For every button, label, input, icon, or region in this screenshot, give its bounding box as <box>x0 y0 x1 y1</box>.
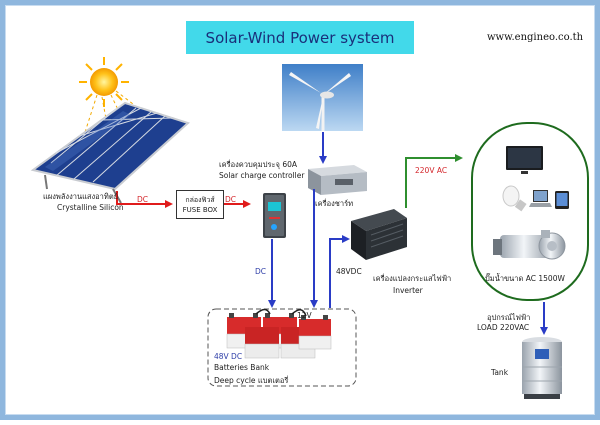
pump-label: ปั๊มน้ำขนาด AC 1500W <box>485 274 565 283</box>
dc-label-panel: DC <box>137 195 149 204</box>
red-dc-wire <box>116 191 251 208</box>
wind-charger-label: เครื่องชาร์ท <box>315 199 354 208</box>
water-pump-image <box>493 230 566 260</box>
dc-label-fuse: DC <box>225 195 237 204</box>
solar-panel-label-thai: แผงพลังงานแสงอาทิตย์ <box>43 192 119 201</box>
fuse-box: กล่องฟิวส์ FUSE BOX <box>176 190 224 219</box>
page-title: Solar-Wind Power system <box>205 28 395 47</box>
load-label-thai: อุปกรณ์ไฟฟ้า <box>487 313 531 322</box>
green-ac-wire <box>405 154 463 208</box>
tv-icon <box>506 146 543 174</box>
load-group-outline <box>471 122 589 301</box>
wind-turbine-image <box>282 64 363 131</box>
battery-bank-label: Batteries Bank <box>214 363 270 372</box>
fuse-box-label-en: FUSE BOX <box>182 205 218 214</box>
wind-charger-image <box>308 165 367 195</box>
dc-label-controller: DC <box>255 267 267 276</box>
ac-220-label: 220V AC <box>415 166 448 175</box>
battery-voltage-label: 48V DC <box>214 352 243 361</box>
blue-dc-wires <box>268 189 350 308</box>
solar-panel-image <box>30 101 190 204</box>
vdc-48-label: 48VDC <box>336 267 362 276</box>
title-banner: Solar-Wind Power system <box>186 21 414 54</box>
battery-deep-cycle-label: Deep cycle แบตเตอรี่ <box>214 376 289 385</box>
tablet-icon <box>555 191 569 209</box>
batteries-image <box>226 308 332 359</box>
website-label: www.engineo.co.th <box>487 32 584 43</box>
light-bulb-icon <box>502 185 527 212</box>
inverter-label-thai: เครื่องแปลงกระแสไฟฟ้า <box>373 274 452 283</box>
fuse-box-label-thai: กล่องฟิวส์ <box>185 195 215 204</box>
inverter-image <box>351 209 407 260</box>
laptop-icon <box>529 190 552 207</box>
controller-label-en: Solar charge controller <box>219 171 305 180</box>
charge-controller-image <box>263 193 286 238</box>
tank-label: Tank <box>491 368 509 377</box>
controller-label-thai: เครื่องควบคุมประจุ 60A <box>219 160 297 169</box>
battery-bank-outline <box>207 308 357 387</box>
load-label-en: LOAD 220VAC <box>477 323 530 332</box>
diagram-canvas <box>30 57 589 399</box>
water-tank-image <box>522 337 562 399</box>
battery-12v-label: 12V <box>297 311 312 320</box>
inverter-label-en: Inverter <box>393 286 423 295</box>
solar-panel-label-en: Crystalline Silicon <box>57 203 124 212</box>
